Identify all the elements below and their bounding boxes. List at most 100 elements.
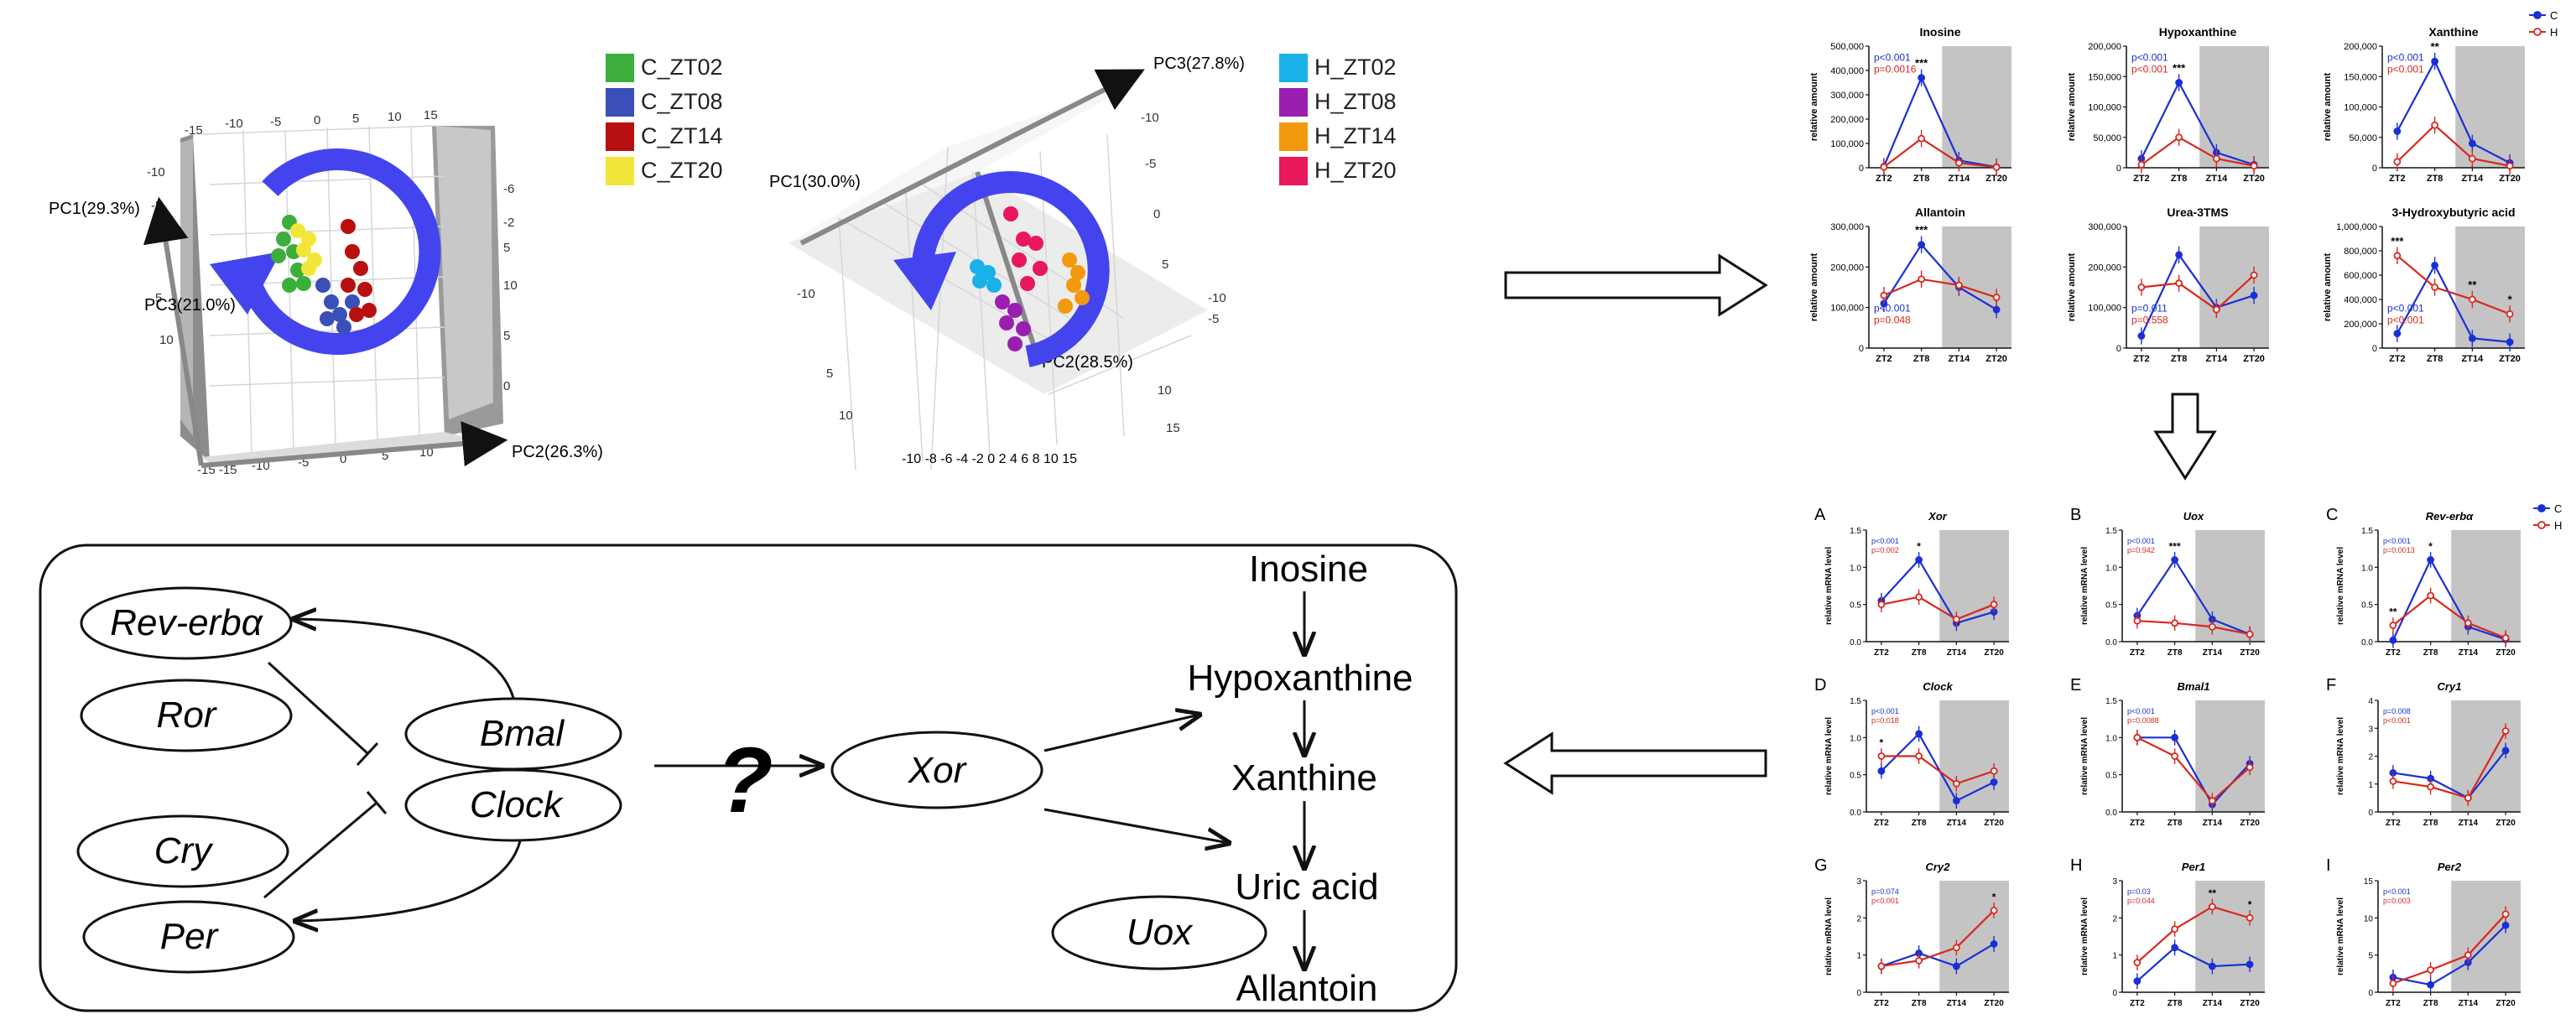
significance-marker: *	[1880, 737, 1884, 749]
x-tick-label: ZT20	[1984, 819, 2004, 828]
axis-label-pc3: PC3(27.8%)	[1153, 55, 1245, 73]
x-tick-label: ZT20	[2499, 354, 2521, 364]
y-tick-label: 0	[2368, 989, 2373, 998]
gene-node-per	[82, 900, 295, 974]
x-tick-label: ZT8	[2167, 999, 2183, 1008]
chart-title: Bmal1	[2177, 680, 2209, 693]
chart-title: Urea-3TMS	[2167, 205, 2228, 219]
y-tick-label: 1.0	[2105, 564, 2117, 573]
chart-title: Per1	[2182, 861, 2205, 873]
y-tick-label: 0.5	[1850, 601, 1861, 611]
x-tick-label: ZT20	[2240, 819, 2260, 828]
y-tick-label: 800,000	[2344, 247, 2377, 257]
y-tick-label: 100,000	[1830, 304, 1864, 314]
pca-axis	[200, 421, 508, 468]
series-line-H	[2392, 731, 2507, 799]
gene-label: Clock	[470, 784, 564, 825]
data-point	[2171, 619, 2179, 627]
metabolite-inosine: Inosine	[1249, 549, 1368, 590]
x-tick-label: ZT14	[2206, 174, 2229, 184]
y-tick-label: 2	[1856, 914, 1861, 923]
chart-title: Per2	[2438, 861, 2462, 873]
y-tick-label: 4	[2368, 697, 2373, 706]
series-line-C	[2396, 263, 2511, 343]
legend-marker	[2533, 28, 2542, 36]
data-point	[2171, 925, 2179, 934]
y-tick-label: 100,000	[1830, 139, 1864, 149]
y-tick-label: 50,000	[2349, 133, 2377, 143]
legend-marker	[2537, 504, 2546, 512]
series-line-C	[2136, 558, 2251, 636]
y-tick-label: 3	[1856, 877, 1861, 887]
chart-title: Allantoin	[1915, 205, 1965, 219]
p-value-treated: p=0.002	[1871, 546, 1899, 554]
mini-chart: 0200,000400,000600,000800,0001,000,000ZT…	[2323, 205, 2525, 364]
x-tick-label: ZT14	[2203, 819, 2223, 828]
x-tick-label: ZT8	[1913, 174, 1930, 184]
series-line-C	[1881, 558, 1995, 625]
activation-edge	[294, 619, 515, 699]
panel-letter: F	[2326, 676, 2336, 694]
x-tick-label: ZT20	[1985, 354, 2007, 364]
data-point	[2427, 966, 2435, 974]
x-tick-label: ZT2	[2133, 174, 2150, 184]
legend-label: C	[2550, 9, 2558, 22]
data-point	[1952, 944, 1960, 952]
series-line-H	[2136, 905, 2251, 964]
tick-label: 10	[159, 333, 174, 347]
chart-title: Inosine	[1919, 25, 1960, 39]
data-point	[1952, 797, 1960, 805]
y-tick-label: 1	[2112, 952, 2117, 961]
p-value-control: p<0.001	[2127, 537, 2155, 545]
legend-label: C_ZT08	[641, 89, 723, 114]
metabolite-uric-acid: Uric acid	[1235, 866, 1378, 908]
y-tick-label: 50,000	[2093, 133, 2121, 143]
tick-label: 5	[352, 112, 359, 126]
data-point	[1992, 164, 2001, 171]
data-point	[1915, 730, 1923, 738]
data-point	[2427, 591, 2435, 600]
pathway-diagram: Rev-erbα Ror Bmal Clock Cry Per ? Xor Uo…	[39, 544, 1458, 1012]
series-line-H	[2392, 594, 2506, 639]
legend-label: H_ZT08	[1314, 89, 1397, 114]
data-point	[2501, 746, 2510, 755]
dark-phase-shade	[2199, 46, 2269, 168]
chart-title: Clock	[1923, 680, 1953, 693]
tick-label: 5	[1162, 258, 1168, 272]
data-point	[2431, 57, 2439, 65]
legend-swatch	[1279, 53, 1308, 82]
y-axis-label: relative mRNA level	[1824, 547, 1834, 625]
legend-item: H_ZT20	[1279, 153, 1397, 188]
pca-treated-legend: H_ZT02 H_ZT08 H_ZT14 H_ZT20	[1279, 50, 1397, 188]
catalysis-edge	[1043, 715, 1200, 752]
chart-title: Xanthine	[2428, 25, 2478, 39]
legend-item: C_ZT14	[606, 119, 723, 153]
x-tick-label: ZT20	[2243, 354, 2265, 364]
y-axis-label: relative amount	[2067, 73, 2077, 142]
data-point	[1915, 956, 1923, 965]
y-tick-label: 10	[2364, 914, 2374, 923]
data-point	[2427, 783, 2435, 791]
data-point	[2175, 133, 2183, 142]
data-point	[2393, 127, 2402, 135]
p-value-control: p=0.008	[2383, 707, 2411, 715]
x-tick-label: ZT2	[2130, 819, 2145, 828]
panel-letter: H	[2070, 856, 2082, 875]
data-point	[2464, 951, 2472, 960]
y-tick-label: 1.0	[2105, 734, 2117, 743]
panel-letter: E	[2070, 676, 2081, 694]
legend-item: H_ZT02	[1279, 50, 1397, 85]
pca-control-plot: -15 -10 -5 0 5 10 15 -10 -5 5 10 -6 -2 5…	[49, 108, 603, 477]
y-tick-label: 0.5	[1850, 772, 1861, 781]
p-value-treated: p=0.942	[2127, 546, 2155, 554]
data-point	[2133, 959, 2141, 966]
data-point	[2389, 778, 2397, 785]
data-point	[2212, 154, 2220, 163]
data-point	[1877, 601, 1886, 609]
y-tick-label: 0	[2116, 164, 2121, 174]
series-line-C	[2392, 750, 2506, 799]
data-point	[1918, 241, 1926, 249]
dark-phase-shade	[2195, 700, 2265, 812]
